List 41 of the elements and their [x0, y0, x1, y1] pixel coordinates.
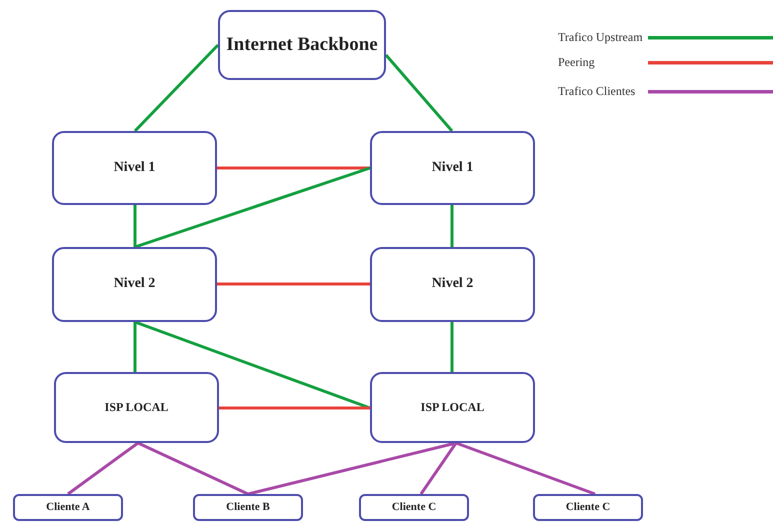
- legend-label: Peering: [558, 55, 595, 70]
- node-label: Cliente B: [226, 500, 270, 514]
- connector-line: [450, 322, 454, 372]
- node-label: ISP LOCAL: [104, 400, 168, 415]
- connector-line: [67, 442, 139, 496]
- connector-line: [420, 442, 458, 495]
- network-box: [370, 372, 535, 443]
- network-box: [218, 10, 386, 80]
- network-box: [370, 247, 535, 322]
- node-label: Cliente C: [392, 500, 436, 514]
- node-label: Nivel 1: [432, 160, 474, 176]
- node-label: Internet Backbone: [226, 34, 378, 56]
- connector-line: [455, 442, 596, 496]
- node-label: Nivel 1: [114, 160, 156, 176]
- connector-line: [217, 282, 370, 286]
- network-box: [370, 131, 535, 205]
- node-label: Nivel 2: [114, 276, 156, 293]
- node-label: Nivel 2: [432, 276, 474, 293]
- network-box: [52, 247, 217, 322]
- client-box: [533, 494, 643, 521]
- node-label: Cliente A: [46, 500, 90, 514]
- client-box: [13, 494, 123, 521]
- connector-line: [134, 322, 136, 372]
- legend-label: Trafico Clientes: [558, 84, 636, 99]
- legend-label: Trafico Upstream: [558, 30, 643, 45]
- connector-line: [248, 442, 456, 496]
- connector-line: [134, 166, 370, 248]
- node-label: ISP LOCAL: [420, 400, 484, 415]
- node-label: Cliente C: [566, 500, 610, 514]
- connector-line: [384, 54, 454, 132]
- client-box: [359, 494, 469, 521]
- connector-line: [134, 44, 220, 132]
- network-box: [54, 372, 219, 443]
- connector-line: [217, 166, 370, 170]
- connector-line: [134, 320, 371, 410]
- connector-line: [137, 442, 249, 496]
- connector-line: [219, 406, 370, 410]
- network-box: [52, 131, 217, 205]
- client-box: [193, 494, 303, 521]
- connector-line: [134, 205, 136, 247]
- connector-line: [450, 205, 454, 247]
